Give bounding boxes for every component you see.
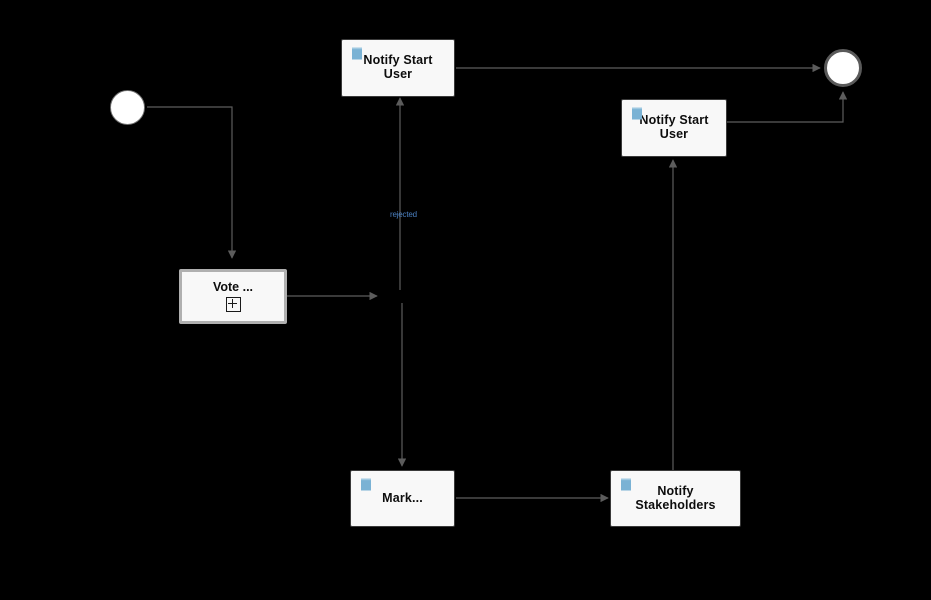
script-task-icon	[358, 477, 374, 493]
notify-stakeholders-label: Notify Stakeholders	[635, 483, 716, 512]
notify-start-user-top[interactable]: Notify Start User	[341, 39, 455, 97]
start-event[interactable]	[110, 90, 145, 125]
notify-start-user-right-label: Notify Start User	[639, 113, 709, 141]
notify-stakeholders[interactable]: Notify Stakeholders	[610, 470, 741, 527]
mark-task-label: Mark...	[382, 490, 423, 505]
edge-notify-start-user-right-to-end[interactable]	[727, 91, 848, 123]
edge-start-to-vote[interactable]	[147, 106, 237, 259]
vote-subprocess[interactable]: Vote ...	[179, 269, 287, 324]
plus-expand-icon[interactable]	[225, 297, 241, 313]
notify-start-user-top-label: Notify Start User	[363, 53, 433, 81]
end-event[interactable]	[824, 49, 862, 87]
notify-start-user-right[interactable]: Notify Start User	[621, 99, 727, 157]
mark-task[interactable]: Mark...	[350, 470, 455, 527]
script-task-icon	[349, 46, 365, 62]
script-task-icon	[629, 106, 645, 122]
vote-subprocess-label: Vote ...	[212, 279, 254, 294]
script-task-icon	[618, 477, 634, 493]
edge-label-rejected: rejected	[390, 210, 417, 219]
